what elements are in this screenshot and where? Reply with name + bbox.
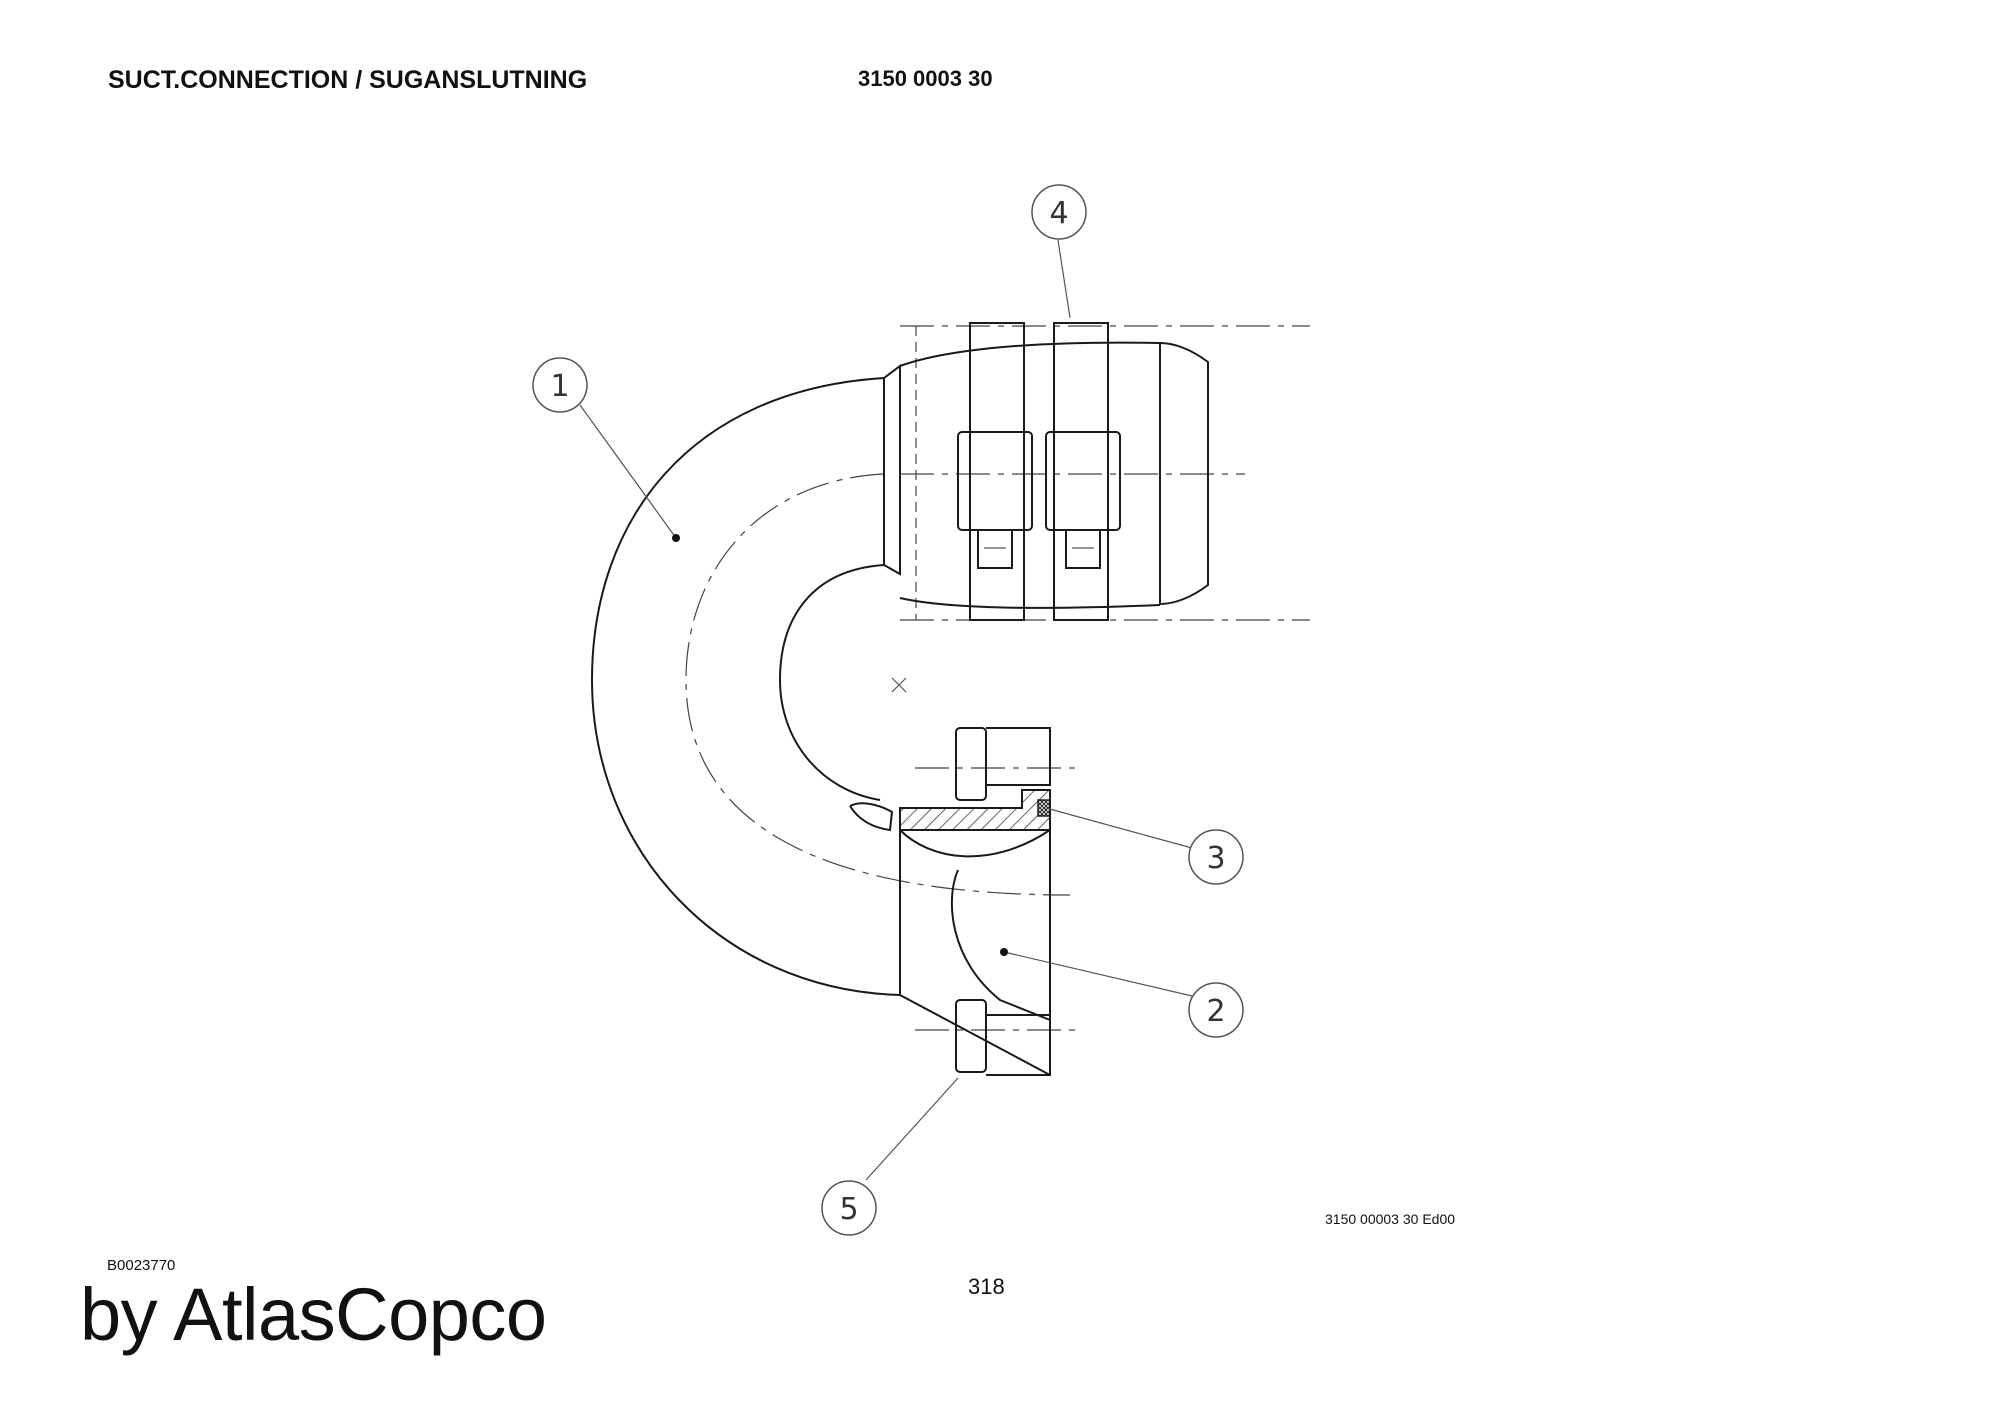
- elbow-pipe: [590, 364, 1071, 996]
- center-mark: [891, 677, 907, 693]
- leader-lines: [579, 239, 1193, 1181]
- drawing-number: B0023770: [107, 1257, 176, 1274]
- brand-logo-text: by AtlasCopco: [80, 1273, 547, 1356]
- svg-text:1: 1: [550, 369, 569, 404]
- callout-3: 3: [1188, 829, 1244, 885]
- page-number: 318: [968, 1274, 1005, 1299]
- page-title: SUCT.CONNECTION / SUGANSLUTNING: [108, 66, 588, 94]
- hose-with-clamps: [899, 322, 1310, 621]
- doc-reference: 3150 00003 30 Ed00: [1325, 1211, 1456, 1227]
- callout-2: 2: [1188, 982, 1244, 1038]
- callout-1: 1: [532, 357, 588, 413]
- part-number: 3150 0003 30: [858, 66, 993, 91]
- callout-5: 5: [821, 1180, 877, 1236]
- svg-text:2: 2: [1206, 994, 1225, 1029]
- svg-text:3: 3: [1206, 841, 1225, 876]
- svg-text:4: 4: [1049, 196, 1068, 231]
- svg-text:5: 5: [839, 1192, 858, 1227]
- callout-4: 4: [1031, 184, 1087, 240]
- flange-assembly: [849, 727, 1075, 1076]
